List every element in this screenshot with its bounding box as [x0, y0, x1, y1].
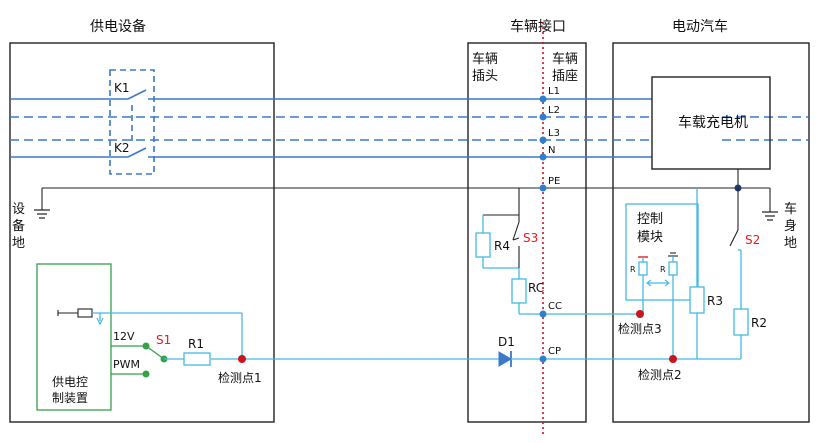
on-board-charger-box [651, 76, 771, 170]
r4-label: R4 [494, 239, 510, 253]
r1-resistor [183, 352, 211, 366]
k1-contact [127, 89, 147, 100]
v12-label: 12V [113, 330, 135, 343]
equipment-ground-char-3: 地 [12, 236, 25, 251]
pin-pe-node [539, 184, 547, 192]
r3-label: R3 [707, 294, 723, 308]
r1-label: R1 [188, 337, 204, 351]
k2-contact [127, 147, 147, 158]
pin-l3-node [539, 136, 547, 144]
socket-label-2: 插座 [552, 69, 578, 84]
vehicle-interface-title: 车辆接口 [510, 18, 566, 35]
control-module-label-1: 控制 [637, 212, 663, 227]
rc-resistor [511, 278, 527, 304]
pin-l3-label: L3 [548, 128, 560, 139]
s2-label: S2 [745, 233, 760, 247]
detection-point-2-label: 检测点2 [638, 367, 682, 382]
control-module-resistor-b [668, 261, 678, 276]
vehicle-ground-char-1: 车 [784, 201, 797, 217]
supply-equipment-title: 供电设备 [90, 18, 146, 35]
r2-resistor [733, 308, 749, 336]
control-module-resistor-a [638, 261, 648, 276]
detection-point-1-node [238, 355, 246, 363]
r2-label: R2 [751, 316, 767, 330]
s2-switch [729, 229, 739, 247]
rc-label: RC [528, 281, 544, 295]
control-module-label-2: 模块 [637, 230, 663, 245]
detection-point-3-node [636, 310, 644, 318]
s1-label: S1 [156, 333, 171, 347]
voltage-meter-symbol [77, 308, 93, 318]
pin-cp-label: CP [548, 346, 561, 357]
vehicle-interface-box [467, 42, 587, 423]
k1-label: K1 [114, 81, 130, 95]
detection-point-2-node [669, 355, 677, 363]
s3-label: S3 [523, 231, 538, 245]
pin-cp-node [539, 355, 547, 363]
supply-controller-box [36, 263, 112, 411]
detection-point-3-label: 检测点3 [618, 321, 662, 336]
control-module-r-b-label: R [660, 265, 666, 274]
vehicle-ground-char-3: 地 [784, 236, 797, 251]
pin-l2-node [539, 113, 547, 121]
pin-l1-label: L1 [548, 86, 560, 97]
on-board-charger-label: 车载充电机 [678, 114, 748, 131]
k2-label: K2 [114, 141, 130, 155]
supply-controller-label-1: 供电控 [52, 375, 88, 389]
control-module-r-a-label: R [630, 265, 636, 274]
detection-point-1-label: 检测点1 [218, 370, 262, 385]
plug-label-2: 插头 [472, 69, 498, 84]
pin-n-label: N [548, 145, 555, 156]
pin-pe-label: PE [548, 176, 560, 187]
r3-resistor [689, 286, 705, 314]
contactor-enclosure [109, 69, 155, 175]
plug-label-1: 车辆 [472, 51, 498, 67]
pin-cc-node [539, 310, 547, 318]
s3-switch [512, 221, 520, 241]
pin-n-node [539, 153, 547, 161]
pin-cc-label: CC [548, 301, 562, 312]
s1-switch [145, 345, 165, 360]
socket-label-1: 车辆 [552, 51, 578, 67]
pin-l1-node [539, 95, 547, 103]
control-module-box [625, 203, 699, 301]
d1-label: D1 [498, 335, 515, 349]
pwm-label: PWM [113, 358, 140, 371]
d1-diode [498, 351, 512, 367]
supply-equipment-box [9, 42, 275, 423]
equipment-ground-char-1: 设 [12, 202, 25, 217]
r4-resistor [475, 232, 491, 258]
supply-controller-label-2: 制装置 [52, 391, 88, 405]
vehicle-ground-char-2: 身 [784, 218, 797, 234]
pin-l2-label: L2 [548, 105, 560, 116]
electric-vehicle-box [612, 42, 810, 423]
equipment-ground-char-2: 备 [12, 218, 25, 234]
electric-vehicle-title: 电动汽车 [672, 18, 728, 35]
